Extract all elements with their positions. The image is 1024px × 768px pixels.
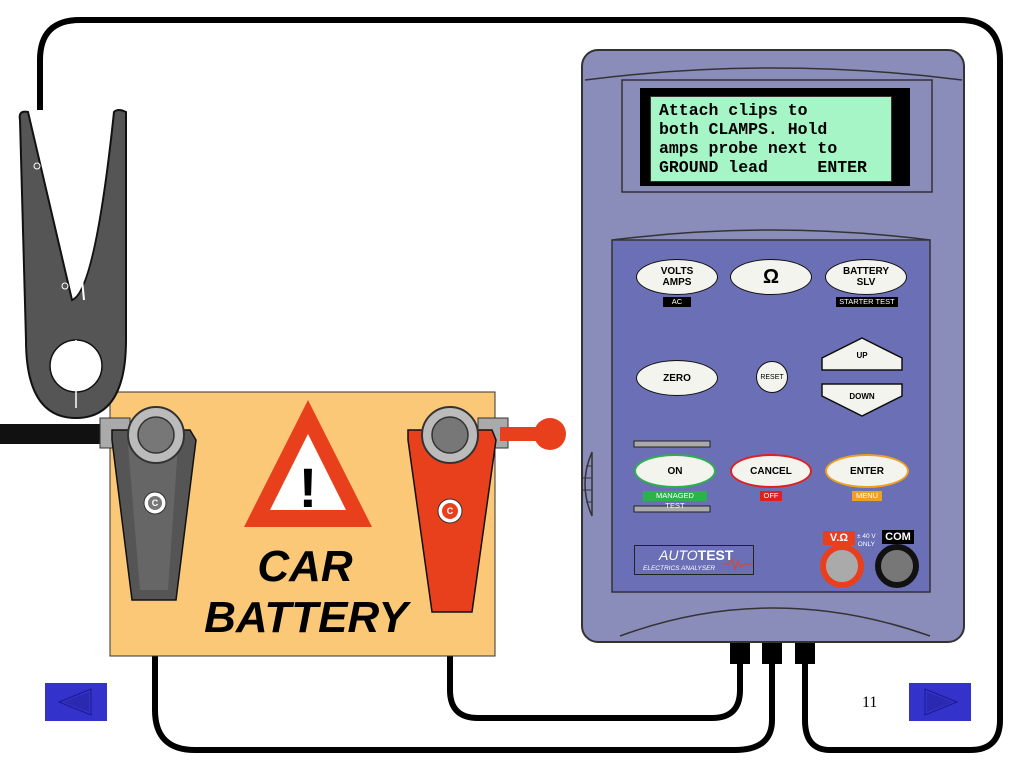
enter-button[interactable]: ENTER	[825, 454, 909, 488]
warning-triangle-inner	[270, 434, 346, 510]
arrow-right-icon	[924, 688, 959, 716]
lcd-line-1: Attach clips to	[659, 101, 808, 120]
black-clamp-post	[137, 416, 175, 454]
down-button[interactable]: DOWN	[849, 392, 875, 401]
black-clamp-cable	[152, 510, 775, 753]
previous-slide-button[interactable]	[45, 683, 107, 721]
arrow-left-icon	[57, 688, 92, 716]
brand-waveform-icon	[723, 558, 753, 570]
positive-post-knob	[534, 418, 566, 450]
voltage-note-line-2: ONLY	[857, 541, 875, 548]
lcd-line-4: GROUND lead ENTER	[659, 158, 867, 177]
red-clamp-badge-inner	[442, 503, 458, 519]
on-button[interactable]: ON	[634, 454, 716, 488]
brand-name-bold: TEST	[697, 547, 734, 563]
red-clamp-label: C	[446, 506, 454, 516]
panel-top-curve	[611, 229, 931, 241]
ohm-button[interactable]: Ω	[730, 259, 812, 295]
volts-amps-button[interactable]: VOLTS AMPS	[636, 259, 718, 295]
device-bottom-curve	[619, 607, 931, 637]
black-clamp-badge-inner	[148, 496, 162, 510]
on-switch-bar-top	[633, 440, 711, 448]
battery-label-line-2: BATTERY	[204, 593, 408, 642]
up-arrow-shape	[821, 337, 903, 371]
brand-name-italic: AUTO	[659, 547, 698, 563]
next-slide-button[interactable]	[909, 683, 971, 721]
negative-post-cable	[0, 424, 112, 444]
plug-middle	[762, 640, 782, 664]
amps-probe-jaw-line	[71, 174, 85, 301]
lcd-line-3: amps probe next to	[659, 139, 838, 158]
plug-right	[795, 640, 815, 664]
brand-subtitle: ELECTRICS ANALYSER	[643, 565, 716, 572]
down-arrow-shape	[821, 383, 903, 417]
menu-tag: MENU	[852, 491, 882, 501]
device-top-curve	[584, 67, 963, 81]
v-ohm-socket	[820, 544, 864, 588]
com-label: COM	[882, 530, 914, 544]
amps-probe-clamp	[18, 109, 127, 420]
off-tag: OFF	[760, 491, 782, 501]
outer-loop-cable	[37, 17, 1003, 753]
managed-test-tag: MANAGED TEST	[643, 491, 707, 510]
plug-left	[730, 640, 750, 664]
red-clamp-post	[431, 416, 469, 454]
amps-probe-pivot-1	[33, 162, 41, 170]
zero-button[interactable]: ZERO	[636, 360, 718, 396]
on-switch-bar-bottom	[633, 505, 711, 513]
v-ohm-label: V.Ω	[823, 531, 855, 545]
ac-tag: AC	[663, 297, 691, 307]
voltage-note: ± 40 V ONLY	[857, 533, 876, 549]
battery-label-line-1: CAR	[257, 542, 353, 591]
battery-slv-button[interactable]: BATTERY SLV	[825, 259, 907, 295]
lcd-display: Attach clips to both CLAMPS. Hold amps p…	[650, 96, 892, 182]
cancel-button[interactable]: CANCEL	[730, 454, 812, 488]
brand-name: AUTOTEST	[659, 547, 733, 563]
up-button[interactable]: UP	[856, 351, 868, 360]
black-clamp-handle-inner	[128, 445, 178, 590]
device-side-grip	[584, 451, 593, 517]
starter-test-tag: STARTER TEST	[836, 297, 898, 307]
page-number: 11	[862, 694, 878, 711]
warning-exclamation-icon: !	[298, 456, 318, 519]
red-clamp-cable	[447, 515, 743, 721]
voltage-note-line-1: ± 40 V	[857, 533, 876, 540]
brand-plate: AUTOTEST ELECTRICS ANALYSER	[634, 545, 754, 575]
com-socket	[875, 544, 919, 588]
reset-button[interactable]: RESET	[756, 361, 788, 393]
black-clamp-label: C	[151, 498, 159, 508]
amps-probe-pivot-2	[61, 282, 69, 290]
lcd-line-2: both CLAMPS. Hold	[659, 120, 828, 139]
